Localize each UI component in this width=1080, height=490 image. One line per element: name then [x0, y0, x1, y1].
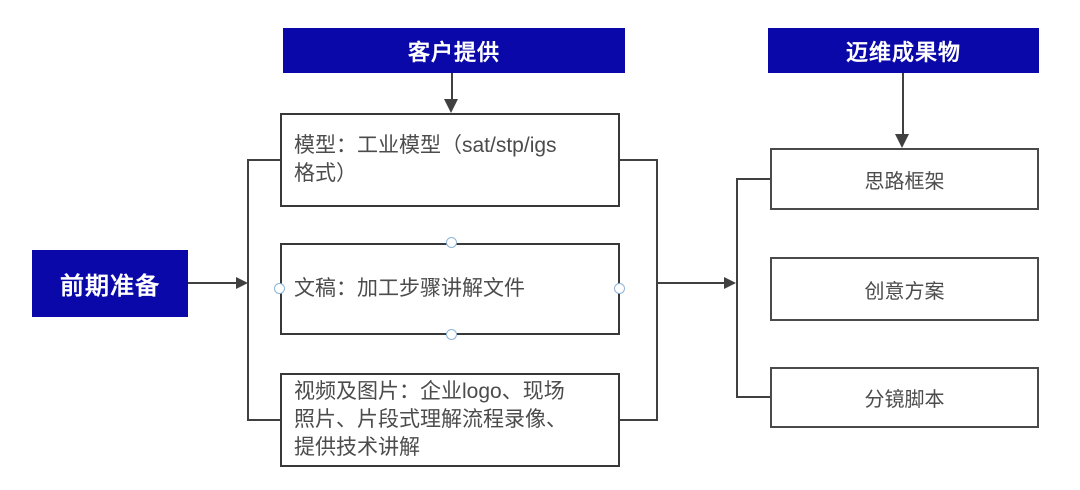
- box-model[interactable]: 模型：工业模型（sat/stp/igs 格式）: [280, 113, 620, 207]
- arrowhead-down-icon: [895, 134, 909, 148]
- selection-handle-top[interactable]: [446, 237, 457, 248]
- arrowhead-right-icon: [236, 277, 248, 289]
- right-bracket-top-stub: [736, 178, 770, 180]
- mid-right-bracket-vertical-line: [656, 159, 658, 421]
- left-bracket-top-stub: [247, 159, 280, 161]
- connector-start-to-bracket-line: [188, 282, 237, 284]
- box-creative-plan[interactable]: 创意方案: [770, 257, 1039, 321]
- selection-handle-bottom[interactable]: [446, 329, 457, 340]
- mid-right-bracket-bottom-stub: [620, 419, 658, 421]
- arrowhead-down-icon: [444, 99, 458, 113]
- selection-handle-right[interactable]: [614, 283, 625, 294]
- box-storyboard-script[interactable]: 分镜脚本: [770, 367, 1039, 428]
- selection-handle-left[interactable]: [274, 283, 285, 294]
- box-idea-framework[interactable]: 思路框架: [770, 148, 1039, 210]
- header-customer-provides[interactable]: 客户提供: [283, 28, 625, 73]
- start-node-preparation[interactable]: 前期准备: [32, 250, 188, 317]
- header-deliverables[interactable]: 迈维成果物: [768, 28, 1039, 73]
- mid-right-bracket-top-stub: [620, 159, 658, 161]
- left-bracket-bottom-stub: [247, 419, 280, 421]
- right-bracket-bottom-stub: [736, 396, 770, 398]
- right-bracket-vertical-line: [736, 178, 738, 398]
- connector-customer-header-line: [451, 73, 453, 100]
- arrowhead-right-icon: [724, 277, 736, 289]
- box-document[interactable]: 文稿：加工步骤讲解文件: [280, 243, 620, 335]
- box-video-images[interactable]: 视频及图片：企业logo、现场 照片、片段式理解流程录像、 提供技术讲解: [280, 373, 620, 467]
- connector-mid-to-right-line: [656, 282, 725, 284]
- connector-deliverable-header-line: [902, 73, 904, 135]
- left-bracket-vertical-line: [247, 159, 249, 421]
